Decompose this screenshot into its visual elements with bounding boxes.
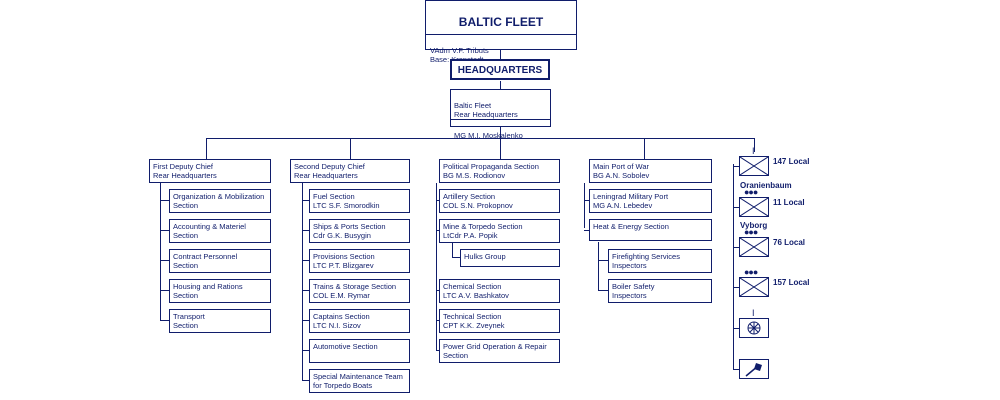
unit-label: 147 Local — [773, 157, 810, 166]
connector — [500, 81, 501, 89]
section-box: Provisions Section LTC P.T. Blizgarev — [309, 249, 410, 273]
connector — [302, 200, 309, 201]
connector — [584, 230, 589, 231]
connector — [302, 183, 303, 381]
connector — [160, 320, 169, 321]
section-box: Captains Section LTC N.I. Sizov — [309, 309, 410, 333]
section-box: Mine & Torpedo Section LtCdr P.A. Popik — [439, 219, 560, 243]
wheel-icon — [739, 318, 769, 338]
connector — [302, 320, 309, 321]
connector — [500, 50, 501, 59]
connector — [644, 138, 645, 159]
unit-label: 157 Local — [773, 278, 810, 287]
connector — [436, 350, 439, 351]
location-label: Vyborg — [740, 221, 768, 230]
engineer-icon — [739, 359, 769, 379]
second-deputy-chief-box: Second Deputy Chief Rear Headquarters — [290, 159, 410, 183]
infantry-icon — [739, 277, 769, 297]
connector — [302, 260, 309, 261]
unit-size-marker: I — [752, 308, 754, 318]
section-box: Automotive Section — [309, 339, 410, 363]
regiment-marker: ●●● — [744, 187, 758, 197]
connector — [584, 200, 589, 201]
section-box: Political Propaganda Section BG M.S. Rod… — [439, 159, 560, 183]
regiment-marker: ●●● — [744, 227, 758, 237]
unit-label: 11 Local — [773, 198, 805, 207]
connector — [733, 207, 739, 208]
infantry-icon — [739, 156, 769, 176]
connector — [598, 260, 608, 261]
section-box: Organization & Mobilization Section — [169, 189, 271, 213]
connector — [160, 200, 169, 201]
connector — [436, 320, 439, 321]
connector — [500, 127, 501, 138]
connector — [206, 138, 754, 139]
section-box: Fuel Section LTC S.F. Smorodkin — [309, 189, 410, 213]
section-box: Chemical Section LTC A.V. Bashkatov — [439, 279, 560, 303]
rear-hq-title: Baltic Fleet Rear Headquarters — [451, 99, 550, 120]
section-box: Power Grid Operation & Repair Section — [439, 339, 560, 363]
section-box: Contract Personnel Section — [169, 249, 271, 273]
section-box: Housing and Rations Section — [169, 279, 271, 303]
section-box: Accounting & Materiel Section — [169, 219, 271, 243]
connector — [452, 242, 453, 258]
inspector-box: Firefighting Services Inspectors — [608, 249, 712, 273]
connector — [302, 380, 309, 381]
connector — [436, 230, 439, 231]
connector — [598, 242, 599, 291]
connector — [350, 138, 351, 159]
connector — [160, 183, 161, 321]
connector — [733, 369, 739, 370]
section-box: Leningrad Military Port MG A.N. Lebedev — [589, 189, 712, 213]
connector — [733, 166, 739, 167]
connector — [733, 287, 739, 288]
connector — [302, 290, 309, 291]
infantry-icon — [739, 197, 769, 217]
connector — [436, 200, 439, 201]
section-box: Special Maintenance Team for Torpedo Boa… — [309, 369, 410, 393]
connector — [206, 138, 207, 159]
section-box: Transport Section — [169, 309, 271, 333]
connector — [302, 350, 309, 351]
section-box: Technical Section CPT K.K. Zveynek — [439, 309, 560, 333]
connector — [160, 260, 169, 261]
connector — [436, 290, 439, 291]
unit-size-marker: I — [752, 146, 754, 156]
first-deputy-chief-box: First Deputy Chief Rear Headquarters — [149, 159, 271, 183]
section-box: Main Port of War BG A.N. Sobolev — [589, 159, 712, 183]
connector — [500, 138, 501, 159]
connector — [302, 230, 309, 231]
fleet-commander: VAdm V.F. Tributs — [430, 46, 489, 55]
connector — [733, 328, 739, 329]
headquarters-box: HEADQUARTERS — [450, 59, 550, 80]
connector — [160, 290, 169, 291]
connector — [598, 290, 608, 291]
connector — [160, 230, 169, 231]
rear-hq-commander: MG M.I. Moskalenko — [454, 131, 523, 140]
location-label: Oranienbaum — [740, 181, 792, 190]
connector — [733, 164, 734, 369]
section-box: Ships & Ports Section Cdr G.K. Busygin — [309, 219, 410, 243]
section-box: Trains & Storage Section COL E.M. Rymar — [309, 279, 410, 303]
hulks-group-box: Hulks Group — [460, 249, 560, 267]
regiment-marker: ●●● — [744, 267, 758, 277]
section-box: Artillery Section COL S.N. Prokopnov — [439, 189, 560, 213]
unit-label: 76 Local — [773, 238, 806, 247]
rear-hq-box: Baltic Fleet Rear Headquarters MG M.I. M… — [450, 89, 551, 140]
inspector-box: Boiler Safety Inspectors — [608, 279, 712, 303]
connector — [584, 183, 585, 228]
connector — [452, 257, 460, 258]
infantry-icon — [739, 237, 769, 257]
connector — [436, 183, 437, 351]
fleet-title: BALTIC FLEET — [426, 10, 576, 35]
connector — [754, 138, 755, 152]
section-box: Heat & Energy Section — [589, 219, 712, 241]
connector — [733, 247, 739, 248]
